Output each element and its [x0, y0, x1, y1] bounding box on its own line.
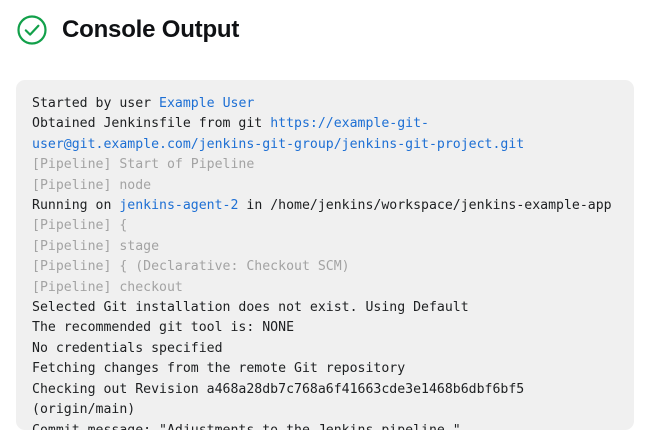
- console-log-line: Running on jenkins-agent-2 in /home/jenk…: [32, 196, 618, 216]
- console-log-text: Obtained Jenkinsfile from git: [32, 116, 271, 132]
- console-log-text: [Pipeline] { (Declarative: Checkout SCM): [32, 259, 350, 275]
- console-log-text: in /home/jenkins/workspace/jenkins-examp…: [238, 198, 612, 214]
- console-log-line: Started by user Example User: [32, 94, 618, 114]
- check-circle-icon: [16, 14, 48, 46]
- console-log-line: [Pipeline] { (Declarative: Checkout SCM): [32, 257, 618, 277]
- page-header: Console Output: [0, 0, 650, 46]
- console-log-line: Checking out Revision a468a28db7c768a6f4…: [32, 380, 618, 421]
- console-log-line: Obtained Jenkinsfile from git https://ex…: [32, 114, 618, 155]
- console-log-line: [Pipeline] Start of Pipeline: [32, 155, 618, 175]
- console-log-text: Fetching changes from the remote Git rep…: [32, 361, 406, 377]
- console-log-text: [Pipeline] {: [32, 218, 128, 234]
- console-log-text: [Pipeline] Start of Pipeline: [32, 157, 255, 173]
- console-log-line: [Pipeline] node: [32, 176, 618, 196]
- console-log-line: The recommended git tool is: NONE: [32, 318, 618, 338]
- console-log-line: Selected Git installation does not exist…: [32, 298, 618, 318]
- console-log-text: Running on: [32, 198, 120, 214]
- console-log-text: Started by user: [32, 96, 160, 111]
- console-log-link[interactable]: jenkins-agent-2: [119, 198, 239, 214]
- console-log-line: No credentials specified: [32, 339, 618, 359]
- console-log-line: [Pipeline] stage: [32, 237, 618, 257]
- console-log-text: [Pipeline] checkout: [32, 279, 183, 295]
- console-log-link[interactable]: Example User: [159, 96, 255, 111]
- console-log-text: [Pipeline] node: [32, 177, 152, 193]
- console-log-text: [Pipeline] stage: [32, 238, 160, 254]
- console-log-text: Commit message: "Adjustments to the Jenk…: [32, 422, 461, 430]
- console-log-line: [Pipeline] checkout: [32, 278, 618, 298]
- console-log-link[interactable]: https://example-git-user@git.example.com…: [32, 116, 525, 152]
- console-log-text: Checking out Revision a468a28db7c768a6f4…: [32, 381, 533, 418]
- page-title: Console Output: [62, 16, 240, 43]
- console-log-line: Fetching changes from the remote Git rep…: [32, 359, 618, 379]
- console-log-line: Commit message: "Adjustments to the Jenk…: [32, 421, 618, 430]
- console-log-text: The recommended git tool is: NONE: [32, 320, 295, 336]
- console-log-line: [Pipeline] {: [32, 216, 618, 236]
- console-log-text: No credentials specified: [32, 340, 223, 356]
- console-log-text: Selected Git installation does not exist…: [32, 300, 469, 316]
